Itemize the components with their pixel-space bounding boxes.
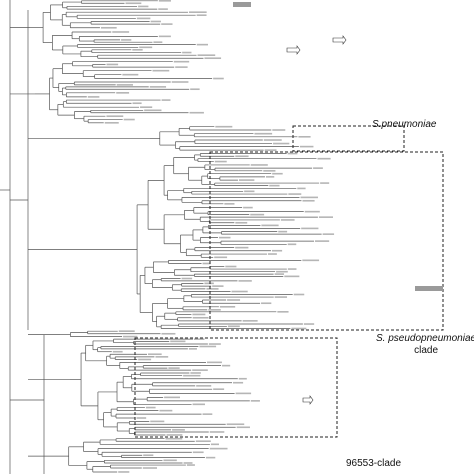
tip-labels	[87, 0, 335, 473]
genus-text: S.	[376, 333, 386, 344]
label-s-pneumoniae: S.pneumoniae	[372, 119, 437, 131]
pseudopneumoniae-box	[209, 151, 444, 331]
species-text: pneumoniae	[381, 119, 437, 130]
pseudo-name-line: S. pseudopneumoniae	[376, 333, 474, 345]
genus-text: S.	[372, 119, 382, 130]
clade-suffix-text: clade	[414, 345, 438, 356]
pneumoniae-box	[292, 125, 405, 152]
arrow-marker	[302, 395, 314, 405]
arrow-marker	[332, 35, 347, 45]
label-96553-clade: 96553-clade	[346, 458, 402, 469]
tree-branches	[0, 0, 322, 474]
arrow-marker	[286, 45, 301, 55]
clade-96553-box	[134, 337, 338, 438]
label-s-pseudopneumoniae: S. pseudopneumoniae clade	[376, 333, 474, 357]
species-text: pseudopneumoniae	[388, 333, 474, 344]
highlight-marker	[233, 2, 251, 7]
highlight-marker	[415, 286, 443, 291]
